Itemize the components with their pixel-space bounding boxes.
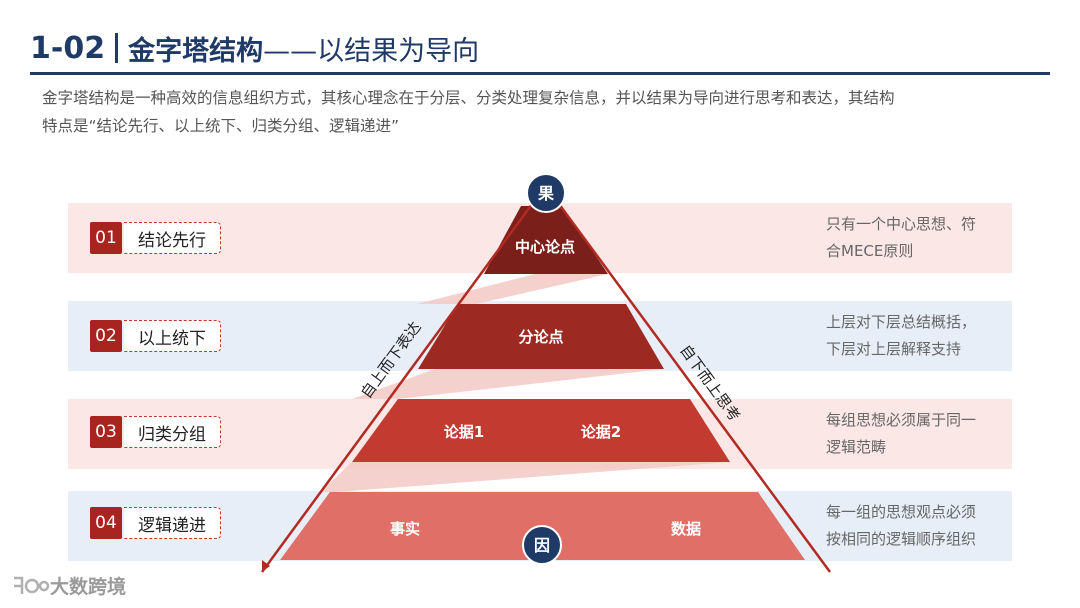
level-3-left-label: 论据1: [444, 423, 484, 441]
intro-line-2: 特点是“结论先行、以上统下、归类分组、逻辑递进”: [42, 117, 400, 135]
intro-paragraph: 金字塔结构是一种高效的信息组织方式，其核心理念在于分层、分类处理复杂信息，并以结…: [42, 84, 1042, 140]
row-description-2: 上层对下层总结概括， 下层对上层解释支持: [826, 309, 996, 363]
row-name-4: 逻辑递进: [124, 507, 221, 539]
result-circle: [526, 173, 566, 213]
row-number-4: 04: [90, 507, 122, 539]
intro-line-1: 金字塔结构是一种高效的信息组织方式，其核心理念在于分层、分类处理复杂信息，并以结…: [42, 89, 895, 107]
row-description-1-line-1: 只有一个中心思想、符: [826, 215, 977, 233]
left-arrow-line: [260, 199, 537, 573]
left-arrow-head: [262, 560, 270, 572]
row-description-1: 只有一个中心思想、符 合MECE原则: [826, 211, 996, 265]
row-description-1-line-2: 合MECE原则: [826, 242, 914, 260]
cause-circle: [522, 525, 562, 565]
level-4-right-label: 数据: [671, 520, 701, 538]
pyramid-level-1: [484, 206, 608, 274]
slide-title: 1-02 金字塔结构 ——以结果为导向: [30, 28, 479, 68]
row-label-4: 04 逻辑递进: [90, 506, 221, 540]
row-label-1: 01 结论先行: [90, 221, 221, 255]
title-underline: [30, 72, 1050, 75]
level-4-left-label: 事实: [390, 520, 420, 538]
row-number-1: 01: [90, 222, 122, 254]
connector-2-3: [352, 369, 664, 399]
row-label-3: 03 归类分组: [90, 415, 221, 449]
row-description-4: 每一组的思想观点必须 按相同的逻辑顺序组织: [826, 499, 996, 553]
row-name-1: 结论先行: [124, 222, 221, 254]
right-arrow-line: [554, 199, 832, 573]
watermark-logo: 大数跨境: [10, 572, 126, 599]
connector-3-4: [320, 462, 730, 492]
watermark-icon: [14, 576, 50, 594]
watermark-text: 大数跨境: [50, 576, 127, 598]
row-number-2: 02: [90, 320, 122, 352]
row-description-3-line-1: 每组思想必须属于同一: [826, 411, 977, 429]
title-subtitle: ——以结果为导向: [263, 35, 480, 67]
level-2-label: 分论点: [518, 328, 563, 346]
row-description-4-line-1: 每一组的思想观点必须: [826, 503, 977, 521]
title-main: 金字塔结构: [128, 35, 264, 67]
level-1-label: 中心论点: [515, 238, 575, 256]
section-number: 1-02: [30, 30, 106, 66]
row-name-2: 以上统下: [124, 320, 221, 352]
result-circle-label: 果: [537, 184, 554, 203]
row-description-2-line-1: 上层对下层总结概括，: [826, 313, 977, 331]
title-divider: [115, 33, 119, 63]
row-label-2: 02 以上统下: [90, 319, 221, 353]
row-description-3: 每组思想必须属于同一 逻辑范畴: [826, 407, 996, 461]
row-number-3: 03: [90, 416, 122, 448]
connector-1-2: [417, 274, 608, 304]
row-description-2-line-2: 下层对上层解释支持: [826, 340, 962, 358]
row-name-3: 归类分组: [124, 416, 221, 448]
pyramid-level-2: [418, 304, 664, 369]
cause-circle-label: 因: [534, 536, 550, 555]
pyramid-level-3: [352, 399, 730, 462]
level-3-right-label: 论据2: [581, 423, 621, 441]
row-description-3-line-2: 逻辑范畴: [826, 438, 887, 456]
row-description-4-line-2: 按相同的逻辑顺序组织: [826, 530, 977, 548]
